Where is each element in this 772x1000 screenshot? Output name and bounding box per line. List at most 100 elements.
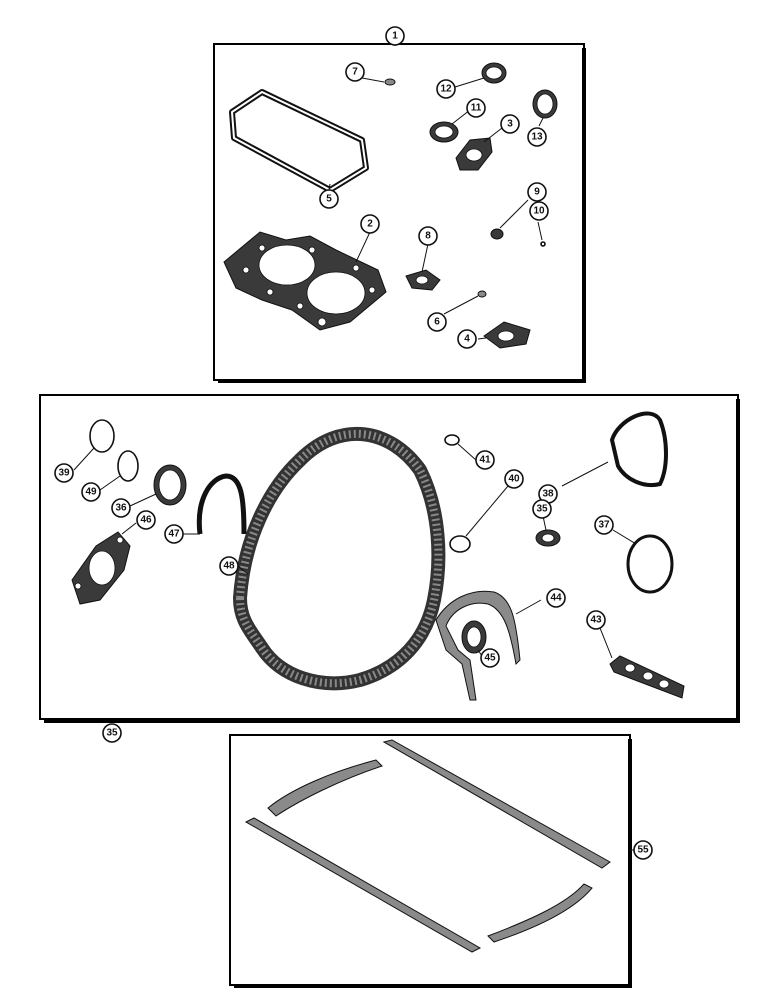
- callout-number: 8: [425, 231, 431, 242]
- plug-part-9: [490, 228, 504, 240]
- group-label-55: 55: [630, 840, 653, 860]
- callout-circle: [81, 482, 101, 502]
- callout-circle: [586, 610, 606, 630]
- callout-number: 44: [550, 593, 562, 604]
- callout-number: 2: [367, 219, 373, 230]
- callout-circle: [504, 469, 524, 489]
- oil-pan-end-gasket-lower: [487, 883, 593, 943]
- manifold-gasket-part-43: [609, 655, 685, 699]
- callout-4: 4: [457, 329, 477, 349]
- callout-circle: [360, 214, 380, 234]
- callout-circle: [466, 98, 486, 118]
- callout-circle: [457, 329, 477, 349]
- washer-part-7: [384, 78, 396, 86]
- callout-circle: [594, 515, 614, 535]
- callout-5: 5: [319, 189, 339, 209]
- callout-number: 39: [58, 468, 70, 479]
- callout-number: 13: [531, 132, 543, 143]
- seal-part-36: [153, 464, 187, 506]
- callout-10: 10: [529, 201, 549, 221]
- callout-47: 47: [164, 524, 184, 544]
- o-ring-part-40: [449, 535, 471, 553]
- washer-part-6: [477, 290, 487, 298]
- callout-circle: [480, 648, 500, 668]
- callout-number: 45: [484, 653, 496, 664]
- callout-circle: [500, 114, 520, 134]
- svg-text:1: 1: [392, 31, 398, 42]
- callout-48: 48: [219, 556, 239, 576]
- callout-circle: [532, 499, 552, 519]
- svg-text:55: 55: [637, 845, 649, 856]
- callout-number: 46: [140, 515, 152, 526]
- callout-circle: [319, 189, 339, 209]
- callout-number: 10: [533, 206, 545, 217]
- callout-number: 40: [508, 474, 520, 485]
- oil-pan-gasket-rail-lower: [244, 817, 482, 953]
- ring-gasket-part-37: [626, 534, 674, 594]
- callout-9: 9: [527, 182, 547, 202]
- callout-circle: [529, 201, 549, 221]
- callout-number: 9: [534, 187, 540, 198]
- rocker-cover-gasket: [229, 89, 369, 193]
- callout-circle: [427, 312, 447, 332]
- o-ring-part-39: [89, 419, 115, 453]
- callout-circle: [54, 463, 74, 483]
- callout-circle: [546, 588, 566, 608]
- o-ring-part-49: [117, 450, 139, 482]
- callout-circle: [418, 226, 438, 246]
- callout-number: 41: [479, 455, 491, 466]
- u-gasket-part-47: [196, 473, 247, 535]
- callout-3: 3: [500, 114, 520, 134]
- callout-41: 41: [475, 450, 495, 470]
- callout-circle: [136, 510, 156, 530]
- callout-number: 37: [598, 520, 610, 531]
- callout-8: 8: [418, 226, 438, 246]
- group-label-35: 35: [102, 723, 122, 743]
- callout-11: 11: [466, 98, 486, 118]
- callout-number: 5: [326, 194, 332, 205]
- callout-labels: 7121131352891064394936464748414038353744…: [54, 62, 614, 668]
- callout-number: 7: [352, 67, 358, 78]
- callout-number: 47: [168, 529, 180, 540]
- callout-number: 12: [440, 84, 452, 95]
- cover-gasket-part-38: [609, 411, 668, 487]
- callout-circle: [164, 524, 184, 544]
- group-label-1: 1: [385, 26, 405, 46]
- callout-number: 48: [223, 561, 235, 572]
- callout-circle: [527, 127, 547, 147]
- oil-pan-end-gasket-upper: [267, 759, 383, 817]
- callout-12: 12: [436, 79, 456, 99]
- callout-number: 38: [542, 489, 554, 500]
- flange-gasket-part-3: [455, 137, 493, 171]
- callout-circle: [475, 450, 495, 470]
- o-ring-part-41: [444, 434, 460, 446]
- callout-circle: [345, 62, 365, 82]
- callout-circle: [527, 182, 547, 202]
- callout-2: 2: [360, 214, 380, 234]
- callout-number: 49: [85, 487, 97, 498]
- crankcase-gasket-part-48: [232, 426, 446, 691]
- seal-ring-part-12: [481, 62, 507, 84]
- callout-number: 6: [434, 317, 440, 328]
- cylinder-head-gasket: [223, 231, 387, 331]
- svg-text:35: 35: [106, 728, 118, 739]
- callout-44: 44: [546, 588, 566, 608]
- callout-43: 43: [586, 610, 606, 630]
- seal-part-11: [429, 121, 459, 143]
- callout-6: 6: [427, 312, 447, 332]
- callout-number: 3: [507, 119, 513, 130]
- callout-39: 39: [54, 463, 74, 483]
- callout-number: 11: [471, 103, 482, 114]
- seal-part-45: [461, 620, 487, 654]
- panel-bottom-oil-pan-gaskets: [229, 734, 632, 988]
- callout-13: 13: [527, 127, 547, 147]
- callout-number: 43: [590, 615, 602, 626]
- callout-38: 38: [538, 484, 558, 504]
- callout-37: 37: [594, 515, 614, 535]
- callout-number: 4: [464, 334, 470, 345]
- callout-45: 45: [480, 648, 500, 668]
- flange-gasket-part-46: [71, 531, 131, 605]
- gasket-part-8: [405, 269, 441, 291]
- seal-part-35: [535, 529, 561, 547]
- callout-49: 49: [81, 482, 101, 502]
